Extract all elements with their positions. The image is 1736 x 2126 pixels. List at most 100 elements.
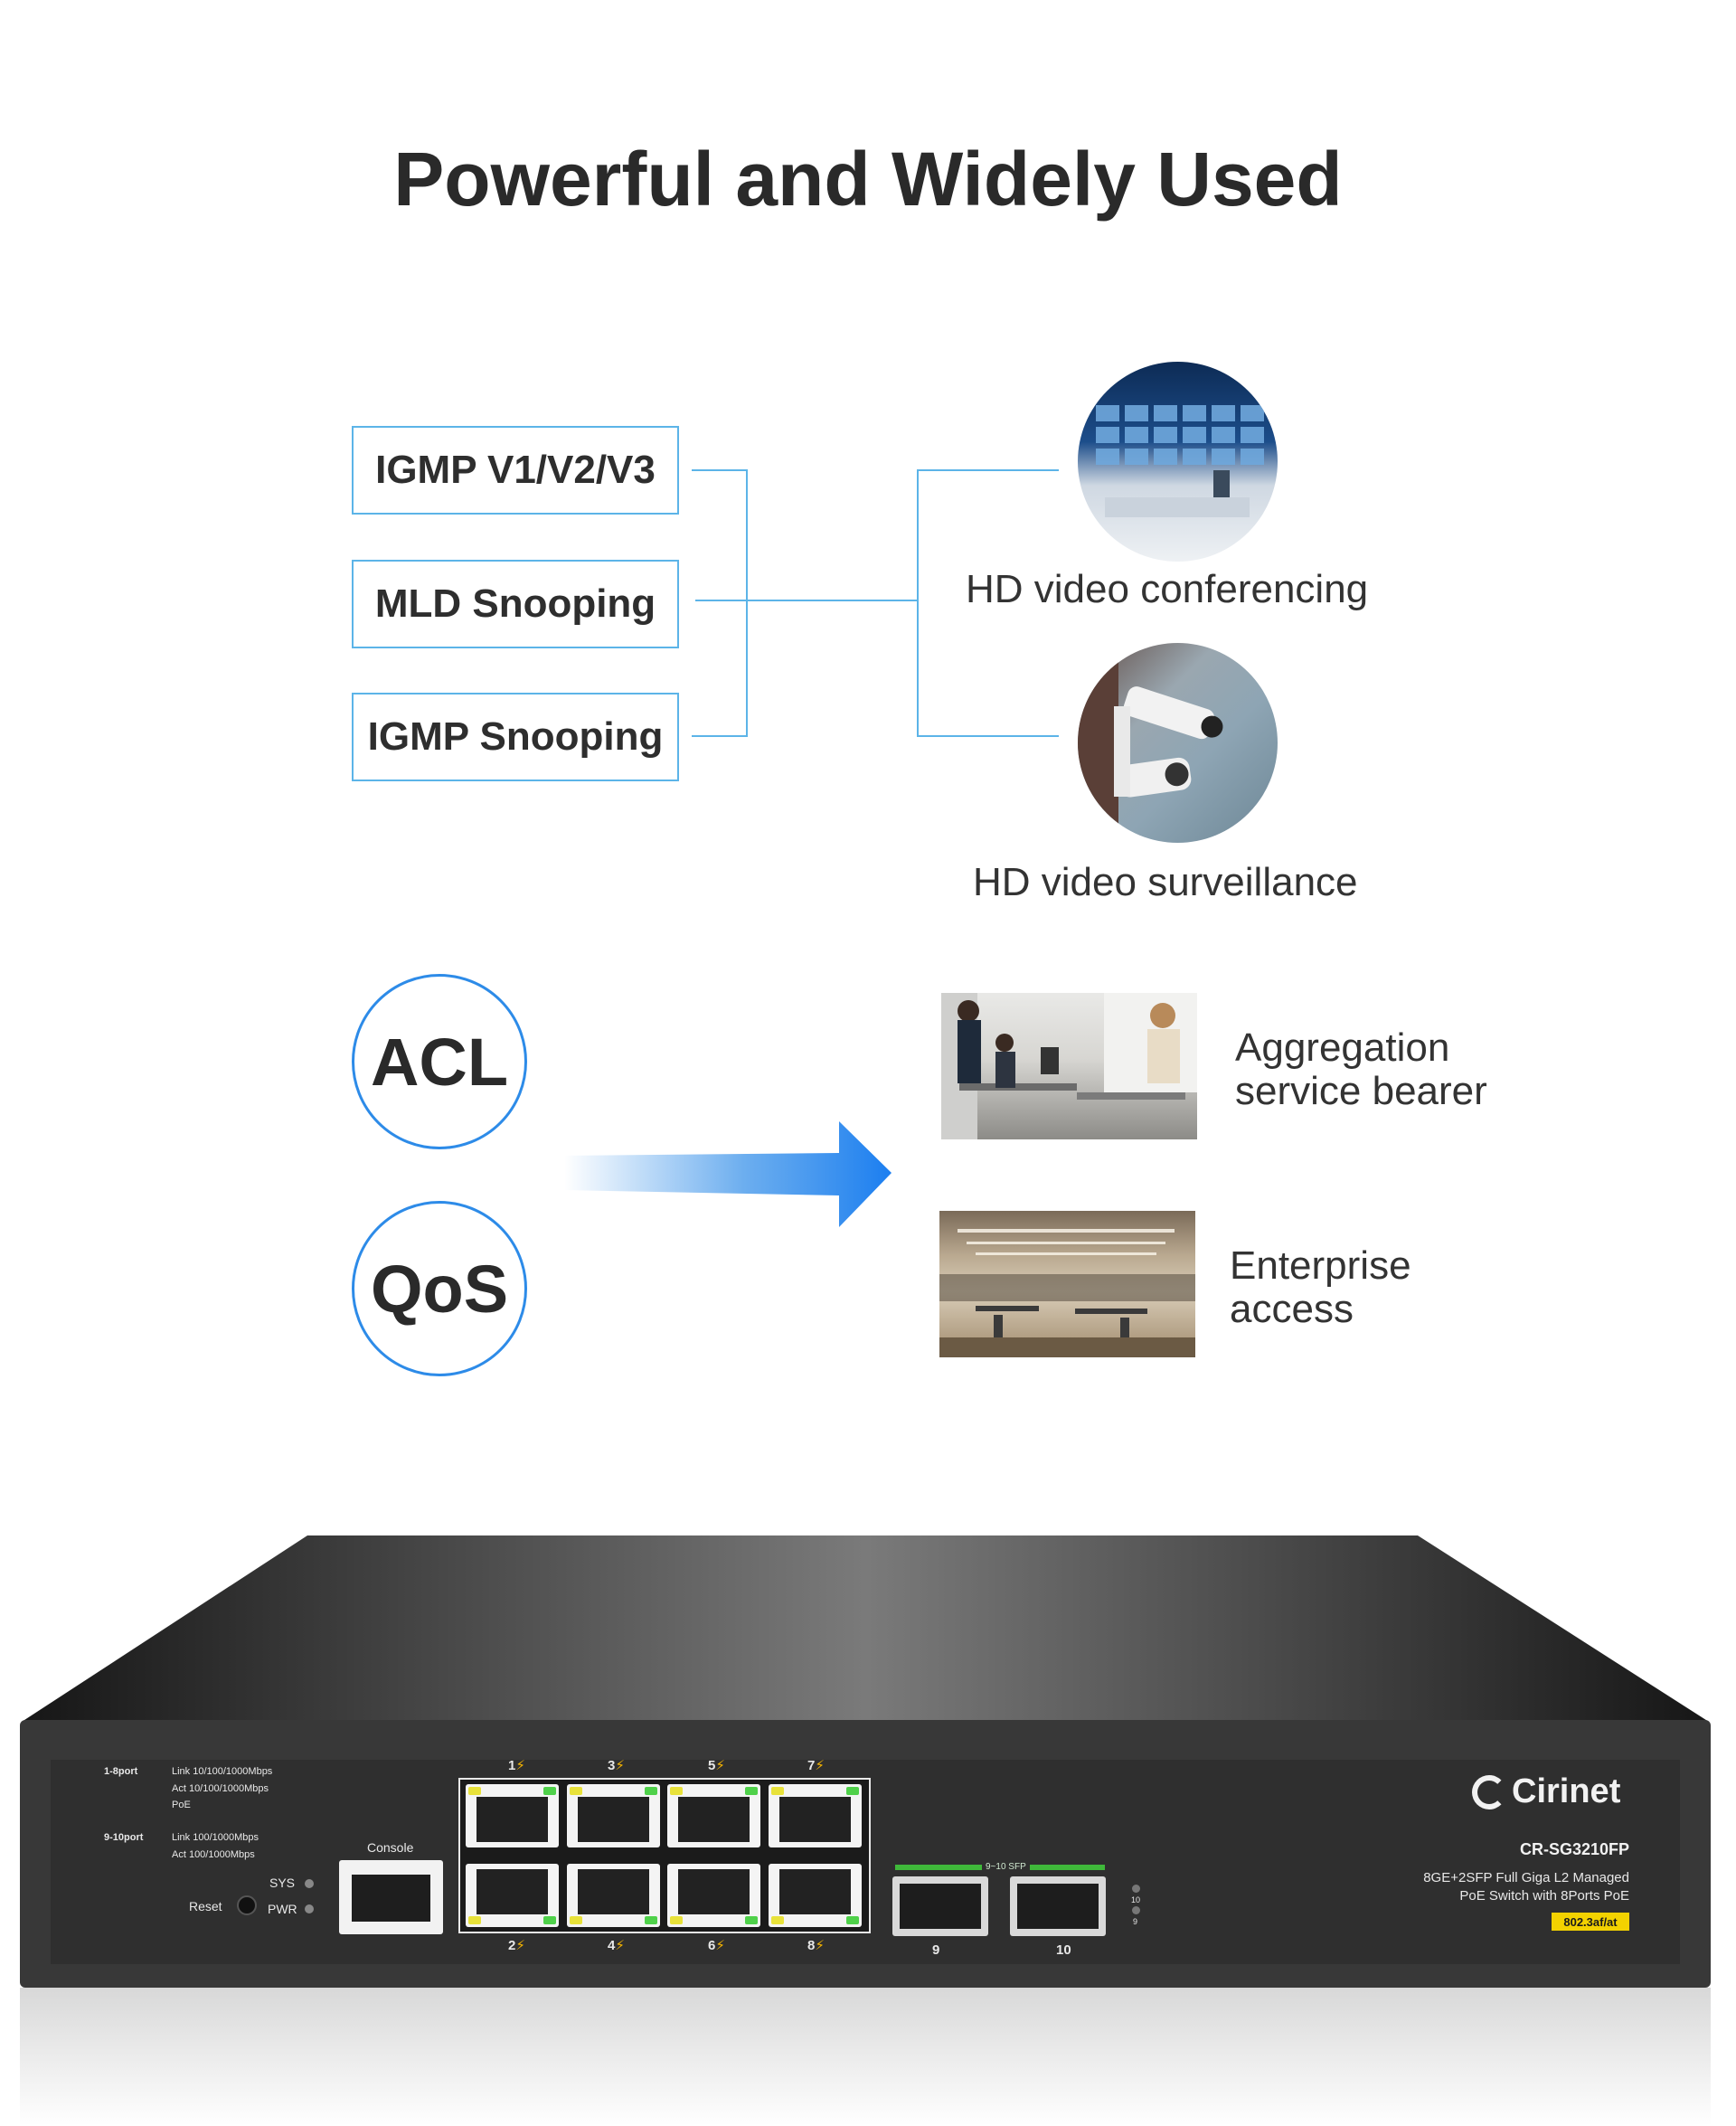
- port-number: 1⚡: [508, 1757, 525, 1773]
- scenario-line: access: [1230, 1287, 1354, 1331]
- link-led: [771, 1916, 784, 1924]
- port-number-text: 8: [807, 1938, 816, 1953]
- connector-line: [917, 469, 919, 737]
- network-switch: 1-8port Link 10/100/1000Mbps Act 10/100/…: [0, 1528, 1736, 2126]
- ethernet-port[interactable]: [567, 1784, 660, 1847]
- act-led: [846, 1916, 859, 1924]
- poe-bolt-icon: ⚡: [715, 1938, 725, 1953]
- act-led: [745, 1916, 758, 1924]
- poe-bolt-icon: ⚡: [615, 1938, 625, 1953]
- poe-bolt-icon: ⚡: [715, 1758, 725, 1773]
- port-number-text: 3: [608, 1758, 616, 1773]
- page-title: Powerful and Widely Used: [393, 137, 1343, 222]
- port-number: 4⚡: [608, 1937, 625, 1953]
- sfp-port[interactable]: [892, 1876, 988, 1936]
- office-workers-photo: [941, 993, 1197, 1139]
- act-led: [645, 1787, 657, 1795]
- legend-item: PoE: [172, 1800, 191, 1810]
- sfp-led-label: 9: [1133, 1917, 1138, 1926]
- open-office-photo: [939, 1211, 1195, 1357]
- scenario-caption: Enterprise access: [1230, 1244, 1411, 1331]
- ethernet-port[interactable]: [466, 1864, 559, 1927]
- ethernet-port[interactable]: [769, 1864, 862, 1927]
- feature-label: MLD Snooping: [374, 581, 656, 626]
- link-led: [570, 1916, 582, 1924]
- poe-bolt-icon: ⚡: [515, 1938, 525, 1953]
- sys-label: SYS: [269, 1876, 296, 1890]
- port-number-text: 7: [807, 1758, 816, 1773]
- sfp-led: [1132, 1885, 1140, 1893]
- console-port[interactable]: [339, 1860, 443, 1934]
- sfp-port[interactable]: [1010, 1876, 1106, 1936]
- pwr-led: [305, 1904, 314, 1913]
- port-socket: [476, 1869, 548, 1914]
- act-led: [543, 1787, 556, 1795]
- sfp-port-number: 9: [932, 1942, 940, 1958]
- port-socket: [779, 1797, 851, 1842]
- sfp-led: [1132, 1906, 1140, 1914]
- sfp-cage: [900, 1884, 981, 1929]
- security-camera-photo: [1078, 643, 1278, 843]
- console-socket: [352, 1875, 430, 1922]
- link-led: [670, 1916, 683, 1924]
- connector-line: [695, 600, 748, 601]
- device-description: 8GE+2SFP Full Giga L2 Managed: [1423, 1870, 1629, 1885]
- legend-group: 9-10port: [104, 1832, 144, 1843]
- acl-badge: ACL: [352, 974, 527, 1149]
- poe-standard-badge: 802.3af/at: [1552, 1913, 1629, 1931]
- qos-badge: QoS: [352, 1201, 527, 1376]
- act-led: [846, 1787, 859, 1795]
- ethernet-port[interactable]: [567, 1864, 660, 1927]
- port-socket: [578, 1869, 649, 1914]
- legend-group: 1-8port: [104, 1766, 138, 1777]
- scenario-caption: Aggregation service bearer: [1235, 1026, 1487, 1113]
- legend-item: Link 10/100/1000Mbps: [172, 1766, 273, 1777]
- connector-line: [692, 469, 748, 471]
- cirinet-logo-icon: [1472, 1775, 1506, 1809]
- sfp-label: 9~10 SFP: [982, 1862, 1030, 1872]
- connector-line: [692, 735, 748, 737]
- legend-item: Act 100/1000Mbps: [172, 1849, 255, 1860]
- reset-button[interactable]: [237, 1895, 257, 1915]
- feature-label: IGMP Snooping: [367, 714, 664, 759]
- poe-bolt-icon: ⚡: [815, 1758, 825, 1773]
- link-led: [570, 1787, 582, 1795]
- sfp-port-number: 10: [1056, 1942, 1071, 1958]
- security-label: ACL: [370, 1024, 509, 1100]
- ethernet-port[interactable]: [667, 1864, 760, 1927]
- console-label: Console: [367, 1840, 414, 1855]
- ethernet-port[interactable]: [667, 1784, 760, 1847]
- port-number: 5⚡: [708, 1757, 725, 1773]
- port-number: 8⚡: [807, 1937, 825, 1953]
- scenario-line: service bearer: [1235, 1069, 1487, 1113]
- feature-box-igmp-snooping: IGMP Snooping: [352, 693, 679, 781]
- port-number: 2⚡: [508, 1937, 525, 1953]
- scenario-line: Aggregation: [1235, 1025, 1450, 1070]
- act-led: [745, 1787, 758, 1795]
- ethernet-port[interactable]: [769, 1784, 862, 1847]
- scenario-line: Enterprise: [1230, 1243, 1411, 1288]
- feature-label: IGMP V1/V2/V3: [375, 448, 656, 492]
- port-number: 3⚡: [608, 1757, 625, 1773]
- sfp-cage: [1017, 1884, 1099, 1929]
- brand-name: Cirinet: [1512, 1772, 1621, 1810]
- ethernet-port[interactable]: [466, 1784, 559, 1847]
- port-number-text: 4: [608, 1938, 616, 1953]
- act-led: [543, 1916, 556, 1924]
- port-number-text: 5: [708, 1758, 716, 1773]
- poe-bolt-icon: ⚡: [815, 1938, 825, 1953]
- poe-bolt-icon: ⚡: [515, 1758, 525, 1773]
- model-number: CR-SG3210FP: [1519, 1840, 1629, 1858]
- sfp-led-label: 10: [1131, 1895, 1141, 1904]
- sys-led: [305, 1879, 314, 1888]
- reset-label: Reset: [189, 1899, 222, 1913]
- port-number-text: 6: [708, 1938, 716, 1953]
- port-socket: [678, 1797, 750, 1842]
- pwr-label: PWR: [268, 1902, 297, 1916]
- port-socket: [779, 1869, 851, 1914]
- link-led: [468, 1916, 481, 1924]
- legend-item: Link 100/1000Mbps: [172, 1832, 259, 1843]
- feature-box-mld: MLD Snooping: [352, 560, 679, 648]
- link-led: [468, 1787, 481, 1795]
- application-caption: HD video conferencing: [966, 567, 1369, 611]
